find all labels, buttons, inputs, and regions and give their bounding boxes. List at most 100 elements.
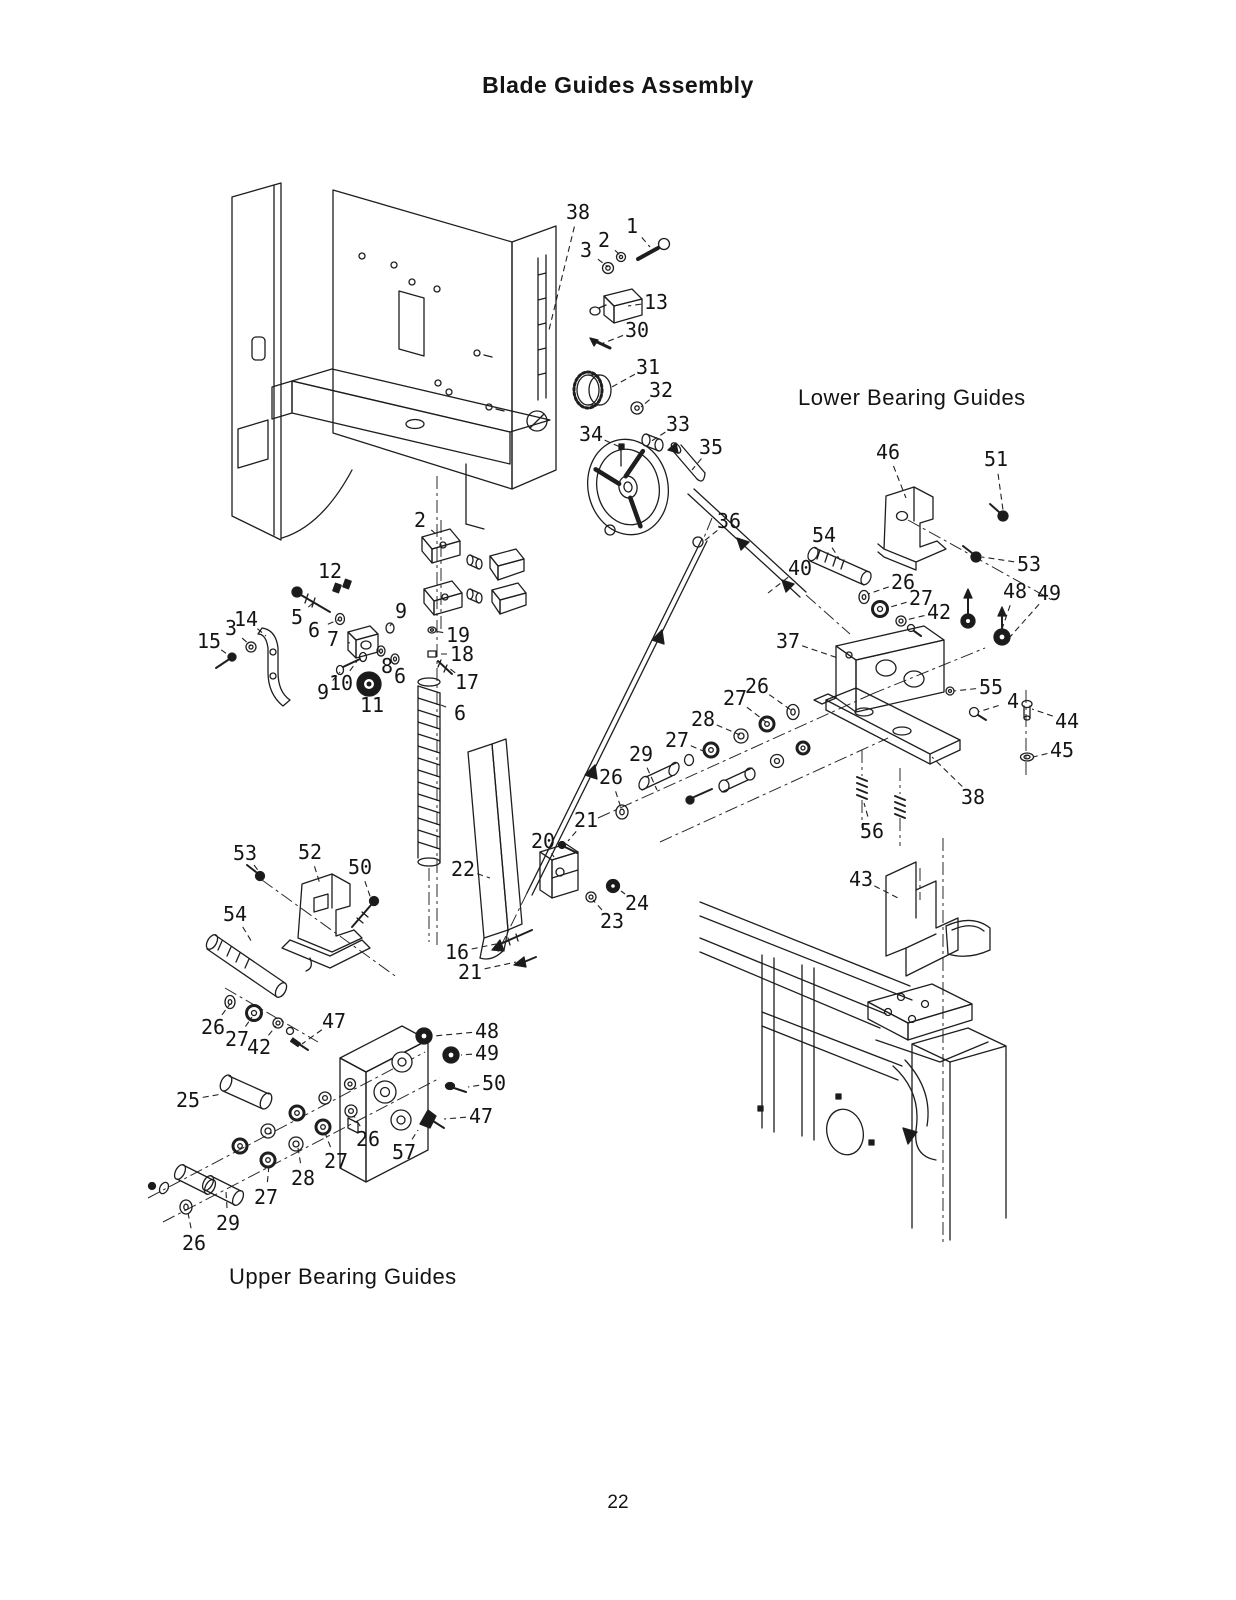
leader-line-7 — [347, 641, 351, 644]
part-callout-26: 26 — [201, 1015, 225, 1039]
leader-line-27 — [886, 601, 907, 609]
lower-bearing-guides-art — [615, 486, 1035, 977]
leader-line-55 — [953, 688, 977, 692]
leader-line-48 — [433, 1031, 473, 1037]
guide-post-art — [467, 738, 621, 968]
part-callout-27: 27 — [225, 1027, 249, 1051]
part-callout-51: 51 — [984, 447, 1008, 471]
part-callout-28: 28 — [691, 707, 715, 731]
part-callout-21: 21 — [458, 960, 482, 984]
part-callout-26: 26 — [745, 674, 769, 698]
leader-line-49 — [1009, 603, 1040, 638]
page-number: 22 — [607, 1492, 629, 1513]
part-callout-26: 26 — [356, 1127, 380, 1151]
part-callout-33: 33 — [666, 412, 690, 436]
leader-line-42 — [905, 614, 925, 621]
part-callout-22: 22 — [451, 857, 475, 881]
leader-line-6 — [327, 619, 339, 625]
leader-line-26 — [221, 1003, 231, 1016]
leader-line-8 — [379, 652, 382, 655]
leader-line-4 — [977, 704, 999, 713]
part-callout-6: 6 — [308, 618, 320, 642]
part-callout-29: 29 — [629, 742, 653, 766]
part-callout-48: 48 — [475, 1019, 499, 1043]
part-callout-17: 17 — [455, 670, 479, 694]
part-callout-54: 54 — [223, 902, 247, 926]
leader-line-13 — [627, 303, 642, 307]
leader-line-56 — [863, 802, 869, 817]
leader-line-54 — [242, 926, 254, 945]
leader-line-29 — [225, 1191, 228, 1209]
part-callout-10: 10 — [329, 671, 353, 695]
leader-line-51 — [997, 473, 1004, 511]
leader-line-38 — [548, 226, 575, 331]
part-callout-37: 37 — [776, 629, 800, 653]
part-callout-3: 3 — [580, 238, 592, 262]
leader-line-27 — [690, 745, 709, 754]
part-callout-2: 2 — [598, 228, 610, 252]
part-callout-34: 34 — [579, 422, 603, 446]
part-callout-9: 9 — [317, 680, 329, 704]
leader-line-20 — [551, 853, 555, 858]
part-callout-8: 8 — [381, 654, 393, 678]
part-callout-25: 25 — [176, 1088, 200, 1112]
leader-line-54 — [831, 547, 841, 561]
leader-line-21 — [567, 831, 577, 842]
leader-line-36 — [702, 529, 718, 543]
page-title: Blade Guides Assembly — [482, 72, 754, 98]
leader-line-52 — [313, 866, 321, 885]
leader-line-5 — [307, 602, 314, 608]
part-callout-14: 14 — [234, 607, 258, 631]
callout-leader-lines — [187, 226, 1053, 1229]
part-callout-28: 28 — [291, 1166, 315, 1190]
part-callout-9: 9 — [395, 599, 407, 623]
part-callout-13: 13 — [644, 290, 668, 314]
leader-line-21 — [484, 961, 517, 970]
part-callout-24: 24 — [625, 891, 649, 915]
leader-line-44 — [1031, 708, 1053, 717]
upper-bearing-guides-art — [147, 864, 467, 1215]
part-callout-2: 2 — [414, 508, 426, 532]
leader-line-3 — [241, 637, 252, 647]
part-callout-20: 20 — [531, 829, 555, 853]
leader-line-3 — [597, 258, 609, 268]
part-callout-53: 53 — [1017, 552, 1041, 576]
part-callout-23: 23 — [600, 909, 624, 933]
part-callout-49: 49 — [475, 1041, 499, 1065]
part-callout-11: 11 — [360, 693, 384, 717]
part-callout-27: 27 — [723, 686, 747, 710]
part-callout-49: 49 — [1037, 581, 1061, 605]
leader-line-29 — [646, 767, 658, 791]
part-callout-19: 19 — [446, 623, 470, 647]
leader-line-46 — [892, 465, 907, 499]
part-callout-18: 18 — [450, 642, 474, 666]
leader-line-43 — [874, 885, 899, 899]
part-callout-21: 21 — [574, 808, 598, 832]
leader-line-25 — [202, 1093, 223, 1098]
part-callout-43: 43 — [849, 867, 873, 891]
leader-line-2 — [614, 249, 622, 257]
part-callout-56: 56 — [860, 819, 884, 843]
leader-line-16 — [471, 943, 497, 950]
part-callout-27: 27 — [324, 1149, 348, 1173]
part-callout-42: 42 — [247, 1035, 271, 1059]
leader-line-27 — [324, 1132, 332, 1148]
leader-line-2 — [430, 529, 438, 536]
part-callout-1: 1 — [626, 214, 638, 238]
leader-line-9 — [389, 622, 393, 627]
leader-line-27 — [746, 706, 767, 723]
part-callout-36: 36 — [717, 509, 741, 533]
frame-column-art — [699, 901, 1007, 1241]
leader-line-45 — [1032, 752, 1048, 758]
leader-line-27 — [266, 1164, 270, 1183]
part-callout-52: 52 — [298, 840, 322, 864]
leader-line-15 — [220, 649, 228, 655]
part-callout-53: 53 — [233, 841, 257, 865]
part-callout-5: 5 — [291, 605, 303, 629]
leader-line-37 — [802, 645, 839, 659]
part-callout-50: 50 — [482, 1071, 506, 1095]
part-callout-12: 12 — [318, 559, 342, 583]
leader-line-53 — [253, 864, 261, 874]
